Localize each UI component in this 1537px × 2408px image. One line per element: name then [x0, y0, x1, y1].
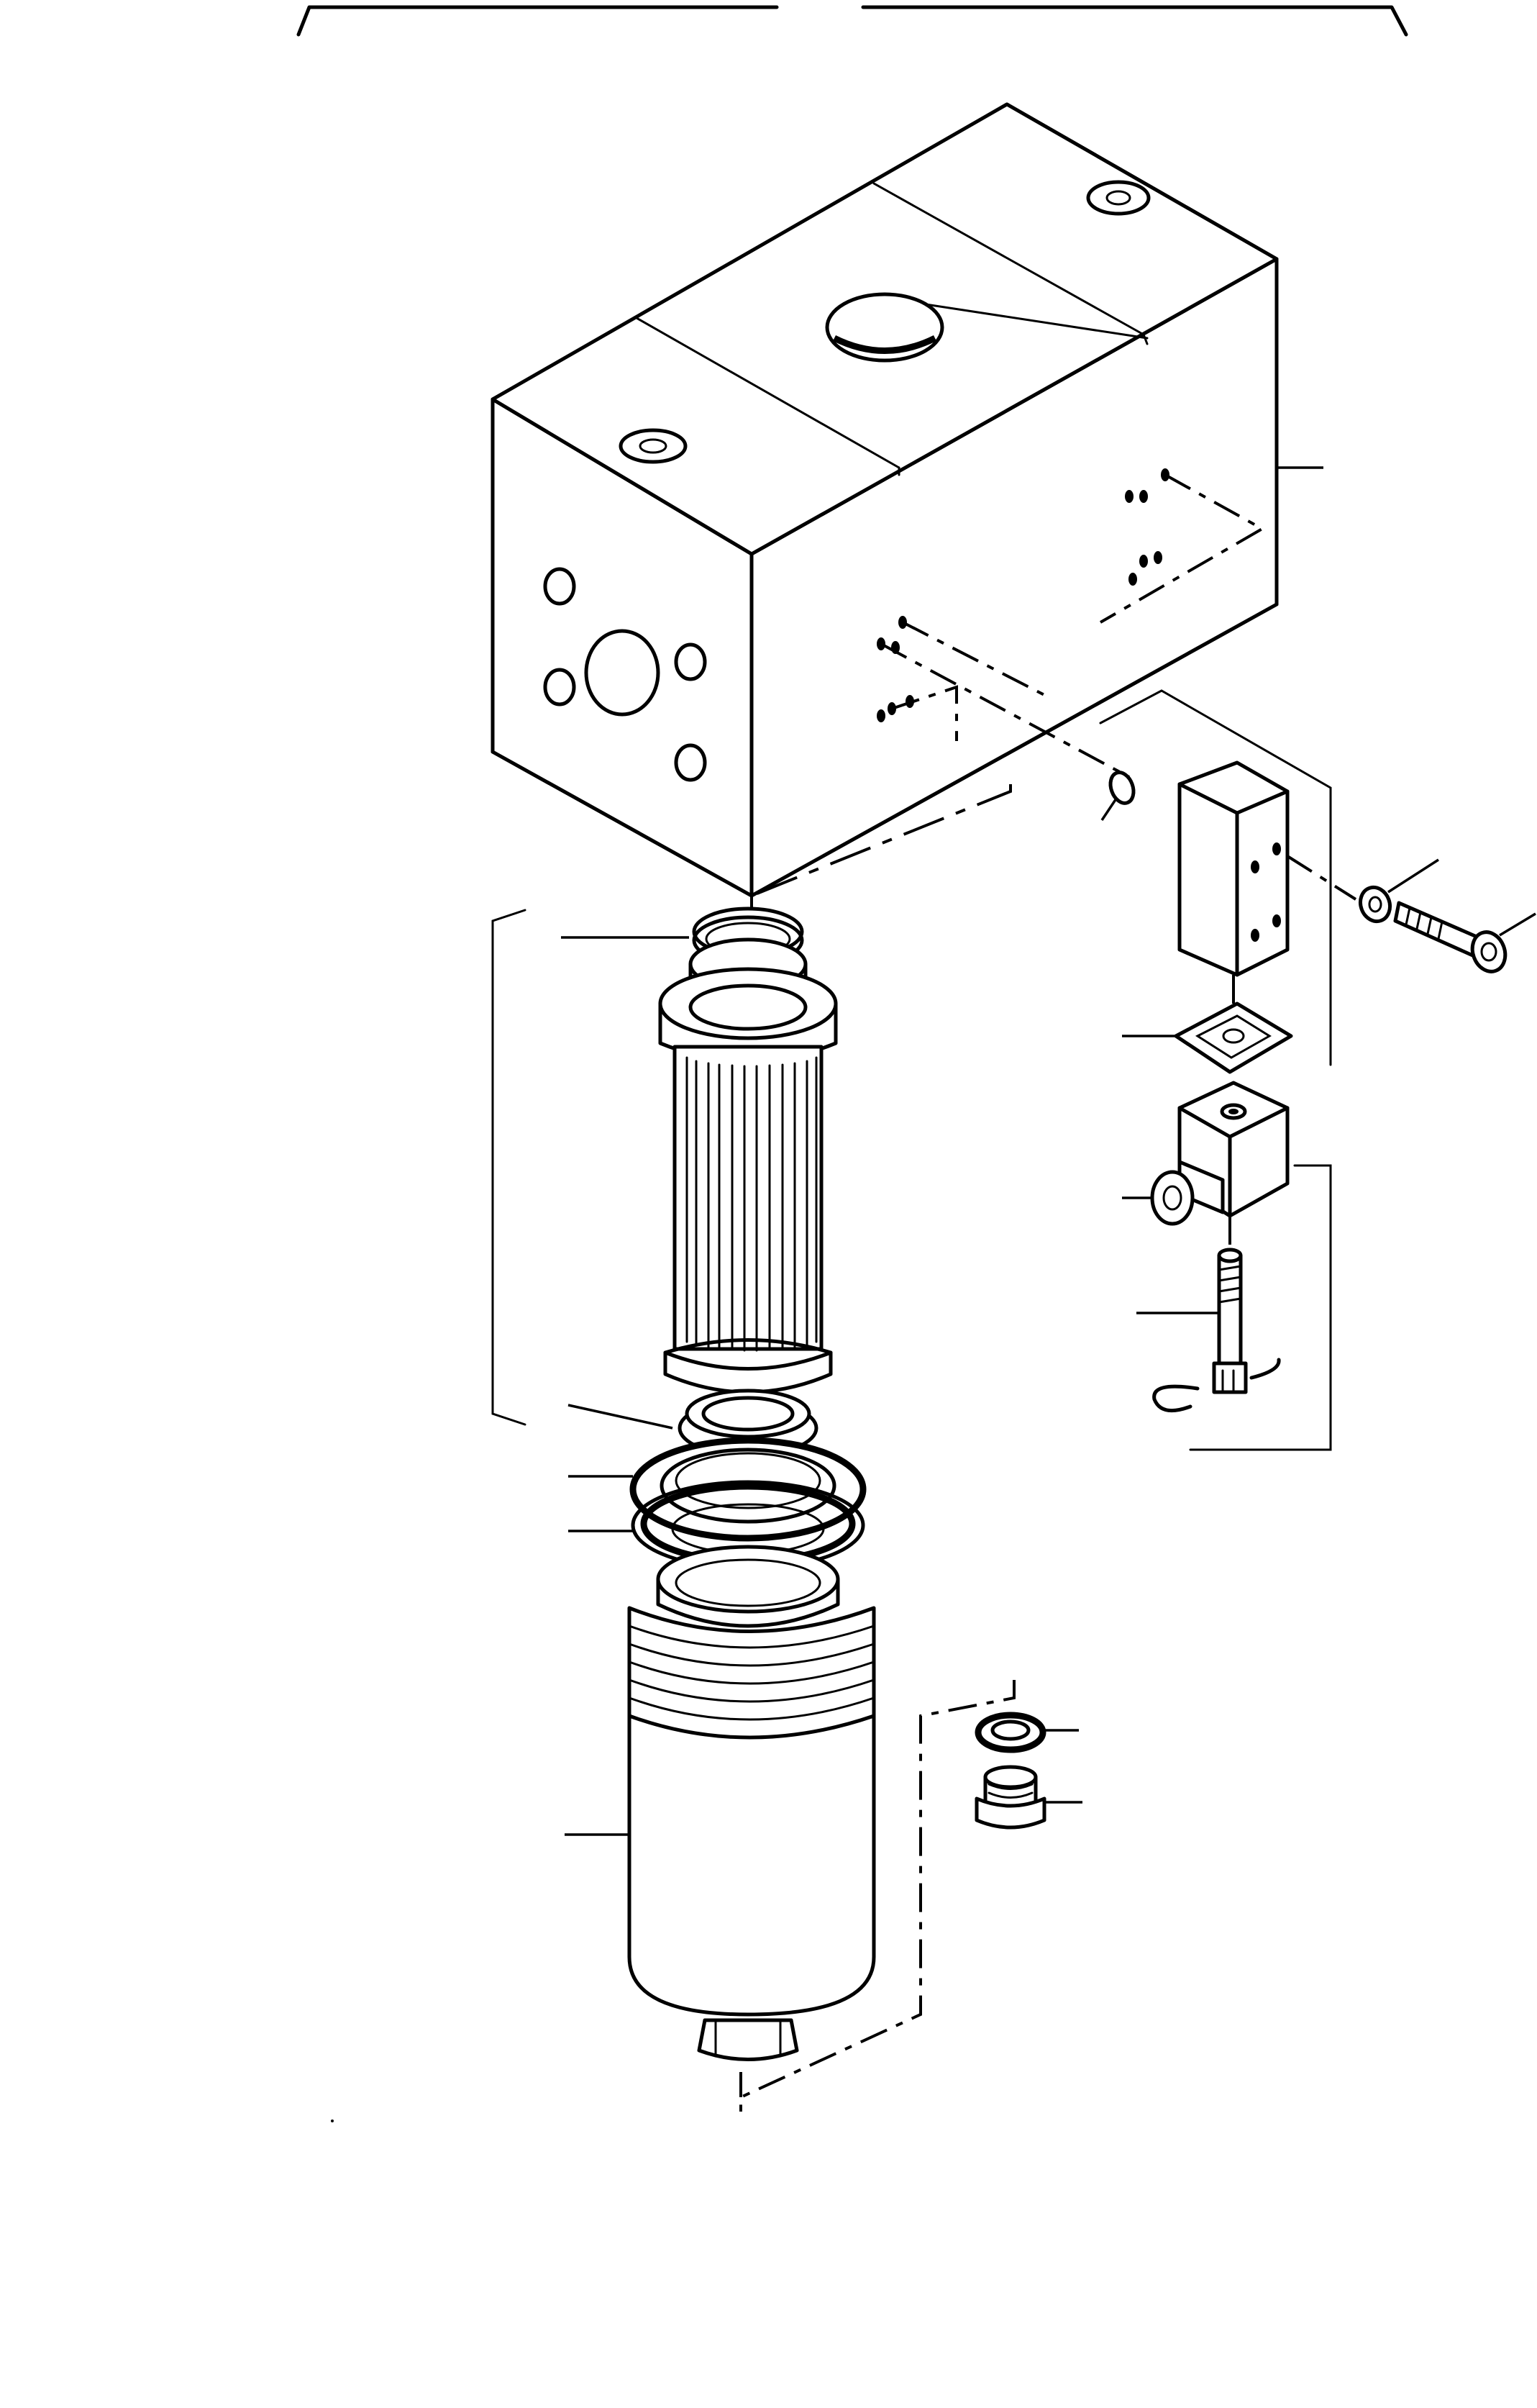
- drain-plug-bracket: [739, 1680, 1016, 2112]
- washer: [1358, 858, 1439, 924]
- gasket: [1122, 1001, 1293, 1074]
- housing-to-element-axis: [751, 784, 1012, 897]
- valve-housing: [491, 102, 1279, 898]
- connector-screw: [1136, 1248, 1281, 1413]
- solenoid-group-bracket: [1099, 689, 1332, 1451]
- solenoid-valve-block: [1177, 760, 1290, 977]
- top-bracket: [296, 5, 1408, 37]
- filter-bowl: [565, 1545, 876, 2061]
- speck: [331, 2120, 334, 2122]
- cap-screw: [1393, 901, 1536, 973]
- filter-element-bracket: [491, 909, 526, 1426]
- filter-pleats: [685, 1056, 818, 1352]
- connector-plug: [1122, 1081, 1290, 1226]
- drain-plug: [975, 1765, 1082, 1830]
- solenoid-o-ring: [1100, 771, 1136, 821]
- drain-seal-washer: [975, 1712, 1079, 1753]
- filter-element: [658, 937, 838, 1394]
- solenoid-axis-line: [880, 642, 1130, 778]
- screw-axis-line: [1286, 855, 1357, 901]
